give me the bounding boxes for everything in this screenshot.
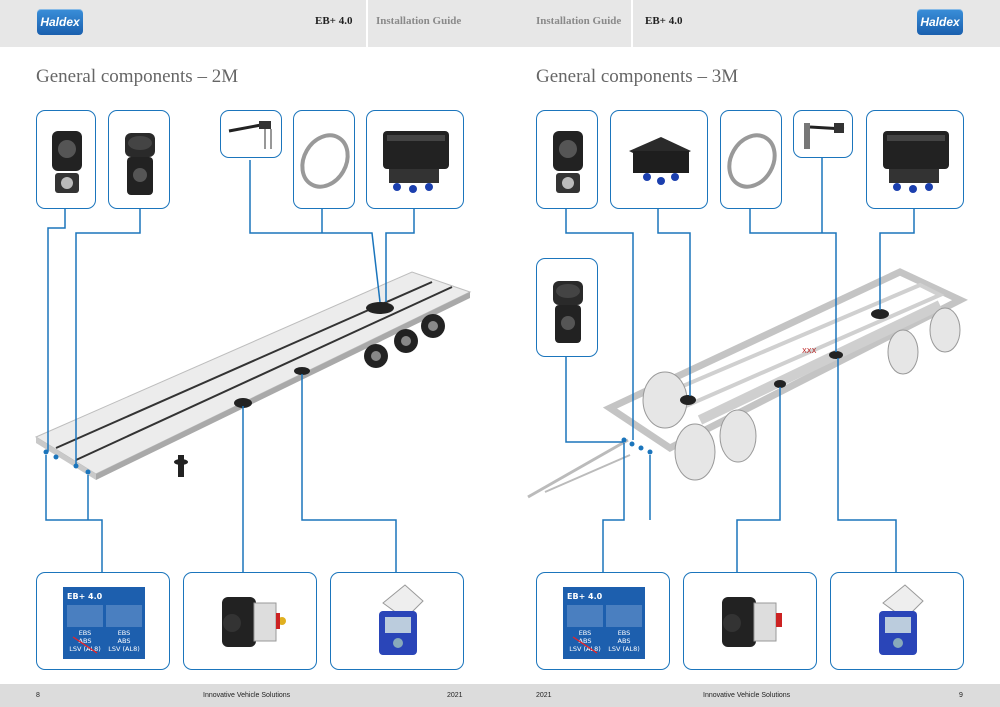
component-socket-box[interactable]	[536, 258, 598, 357]
component-display-box[interactable]	[330, 572, 464, 670]
page-number: 8	[36, 692, 40, 699]
footer-tagline: Innovative Vehicle Solutions	[203, 692, 291, 699]
relay-valve-icon	[629, 137, 691, 185]
ebs-module-icon	[383, 131, 449, 193]
label-card-box[interactable]: EB+ 4.0 EBS ABS LSV (AL8) EBS ABS LSV (A…	[536, 572, 670, 670]
pole-wheel-icon	[727, 133, 777, 189]
header-left: Haldex EB+ 4.0 Installation Guide	[0, 0, 500, 47]
trailer-marking: XXX	[802, 347, 817, 355]
right-connector-lines	[565, 158, 915, 572]
label-card-text: LSV (AL8)	[108, 645, 140, 653]
component-ebs-module-box[interactable]	[366, 110, 464, 209]
socket-icon	[52, 131, 82, 193]
footer-left: 8 Innovative Vehicle Solutions 2021	[0, 684, 500, 707]
label-card-text: LSV (AL8)	[569, 645, 601, 653]
footer-tagline: Innovative Vehicle Solutions	[703, 692, 791, 699]
left-connector-lines	[45, 160, 415, 572]
component-socket-box[interactable]	[108, 110, 170, 209]
page-title-2m: General components – 2M	[36, 66, 239, 87]
page-number: 9	[959, 692, 963, 699]
component-relay-valve-box[interactable]	[610, 110, 708, 209]
component-ebs-module-box[interactable]	[866, 110, 964, 209]
document-title: Installation Guide	[536, 15, 622, 27]
label-card-icon: EB+ 4.0 EBS ABS LSV (AL8) EBS ABS LSV (A…	[63, 587, 145, 659]
component-sensor-box[interactable]	[220, 110, 282, 158]
label-card-text: ABS	[579, 637, 592, 645]
flatbed-trailer-2m	[34, 271, 472, 480]
label-card-box[interactable]: EB+ 4.0 EBS ABS LSV (AL8) EBS ABS LSV (A…	[36, 572, 170, 670]
product-name: EB+ 4.0	[315, 15, 353, 27]
label-card-text: ABS	[618, 637, 631, 645]
label-card-text: EBS	[618, 629, 631, 637]
pole-wheel-icon	[300, 133, 350, 189]
component-socket-box[interactable]	[536, 110, 598, 209]
footer-year: 2021	[536, 692, 552, 699]
label-card-text: LSV (AL8)	[69, 645, 101, 653]
display-unit-icon	[379, 584, 424, 655]
footer-right: 2021 Innovative Vehicle Solutions 9	[500, 684, 1000, 707]
header-right: Installation Guide EB+ 4.0 Haldex	[500, 0, 1000, 47]
socket-icon	[125, 133, 155, 195]
label-card-icon: EB+ 4.0 EBS ABS LSV (AL8) EBS ABS LSV (A…	[563, 587, 645, 659]
product-name: EB+ 4.0	[645, 15, 683, 27]
label-card-text: LSV (AL8)	[608, 645, 640, 653]
component-sensor-box[interactable]	[793, 110, 853, 158]
page-title-3m: General components – 3M	[536, 66, 739, 87]
label-card-text: ABS	[79, 637, 92, 645]
header-divider	[631, 0, 633, 47]
socket-icon	[553, 131, 583, 193]
label-card-text: EBS	[579, 629, 592, 637]
component-ring-box[interactable]	[293, 110, 355, 209]
component-display-box[interactable]	[830, 572, 964, 670]
ebs-module-icon	[883, 131, 949, 193]
label-card-text: EBS	[79, 629, 92, 637]
sensor-icon	[228, 121, 272, 149]
haldex-logo: Haldex	[917, 9, 963, 35]
header-divider	[366, 0, 368, 47]
socket-icon	[553, 281, 583, 343]
footer-year: 2021	[447, 692, 463, 699]
component-socket-box[interactable]	[36, 110, 96, 209]
component-valve-box[interactable]	[683, 572, 817, 670]
document-title: Installation Guide	[376, 15, 462, 27]
component-valve-box[interactable]	[183, 572, 317, 670]
valve-icon	[722, 597, 782, 647]
display-unit-icon	[879, 584, 924, 655]
valve-icon	[222, 597, 286, 647]
haldex-logo: Haldex	[37, 9, 83, 35]
label-card-logo: EB+ 4.0	[67, 592, 103, 601]
sensor-icon	[804, 123, 845, 149]
label-card-text: ABS	[118, 637, 131, 645]
component-ring-box[interactable]	[720, 110, 782, 209]
label-card-text: EBS	[118, 629, 131, 637]
label-card-logo: EB+ 4.0	[567, 592, 603, 601]
